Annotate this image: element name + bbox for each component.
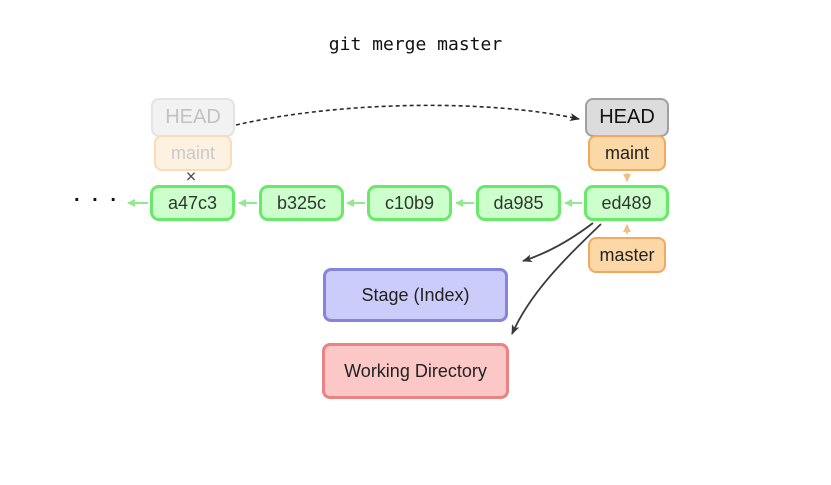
head-move-arrow [235, 104, 580, 126]
old-maint-branch-label: maint [154, 135, 232, 171]
commit-node-c10b9: c10b9 [367, 185, 452, 221]
commit-to-workdir-arrow [511, 223, 602, 335]
removed-pointer-cross: × [185, 166, 197, 187]
commit-node-da985: da985 [476, 185, 561, 221]
commit-node-ed489: ed489 [584, 185, 669, 221]
working-directory-box: Working Directory [322, 343, 509, 399]
maint-branch-label: maint [588, 135, 666, 171]
head-label: HEAD [585, 98, 669, 137]
commit-node-a47c3: a47c3 [150, 185, 235, 221]
commit-node-b325c: b325c [259, 185, 344, 221]
history-ellipsis: · · · [73, 189, 121, 212]
stage-index-box: Stage (Index) [323, 268, 508, 322]
master-branch-label: master [588, 237, 666, 273]
commit-to-stage-arrow [522, 222, 594, 263]
old-head-label: HEAD [151, 98, 235, 137]
diagram-title: git merge master [328, 34, 503, 55]
